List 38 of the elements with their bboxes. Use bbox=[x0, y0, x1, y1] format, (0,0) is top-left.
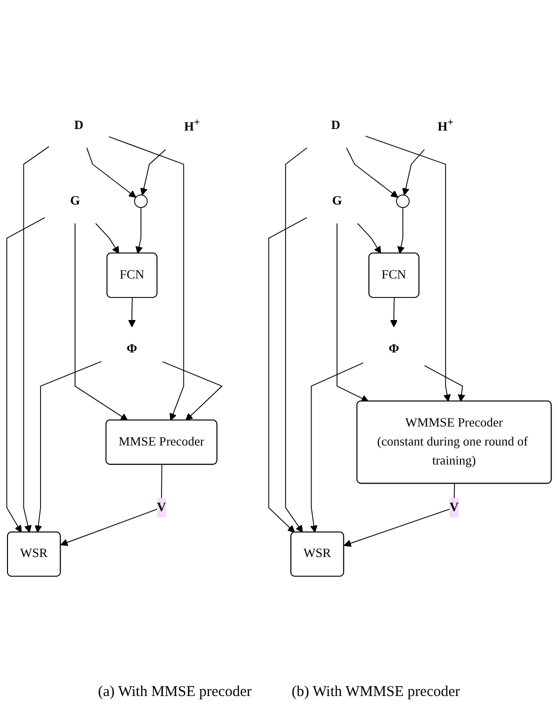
node-text: Φ bbox=[388, 342, 400, 356]
node-text: G bbox=[70, 194, 80, 208]
arrow bbox=[397, 207, 405, 254]
arrow bbox=[108, 136, 184, 421]
node-text: G bbox=[332, 194, 342, 208]
arrow bbox=[344, 483, 455, 547]
arrow bbox=[402, 149, 425, 196]
node-text: H$^{+}$ bbox=[438, 116, 454, 134]
node-text: Φ bbox=[126, 342, 138, 356]
node-text: D bbox=[331, 118, 340, 132]
arrow bbox=[336, 223, 369, 402]
arrow bbox=[162, 361, 223, 421]
arrow bbox=[74, 223, 128, 421]
arrow bbox=[6, 217, 46, 533]
arrow bbox=[357, 223, 382, 254]
figure-caption: (b) With WMMSE precoder bbox=[292, 684, 460, 701]
arrow bbox=[390, 297, 398, 328]
arrow bbox=[34, 361, 102, 533]
node-text: D bbox=[74, 118, 84, 132]
arrow bbox=[23, 146, 50, 533]
arrow bbox=[140, 149, 166, 196]
node-circle bbox=[396, 194, 410, 208]
edge-label: V bbox=[449, 500, 459, 514]
node-text: H$^{+}$ bbox=[184, 116, 200, 134]
arrow bbox=[346, 147, 398, 198]
arrow bbox=[285, 147, 308, 533]
arrow bbox=[60, 464, 162, 546]
arrow bbox=[128, 297, 136, 328]
edge-label: V bbox=[156, 500, 166, 514]
figure-caption: (a) With MMSE precoder bbox=[98, 684, 252, 701]
arrow bbox=[135, 207, 143, 254]
arrow bbox=[365, 136, 451, 402]
arrow bbox=[95, 223, 120, 254]
arrow bbox=[268, 217, 308, 533]
arrow bbox=[310, 362, 364, 533]
arrow bbox=[424, 365, 466, 402]
node-circle bbox=[134, 194, 148, 208]
arrow bbox=[86, 147, 136, 198]
